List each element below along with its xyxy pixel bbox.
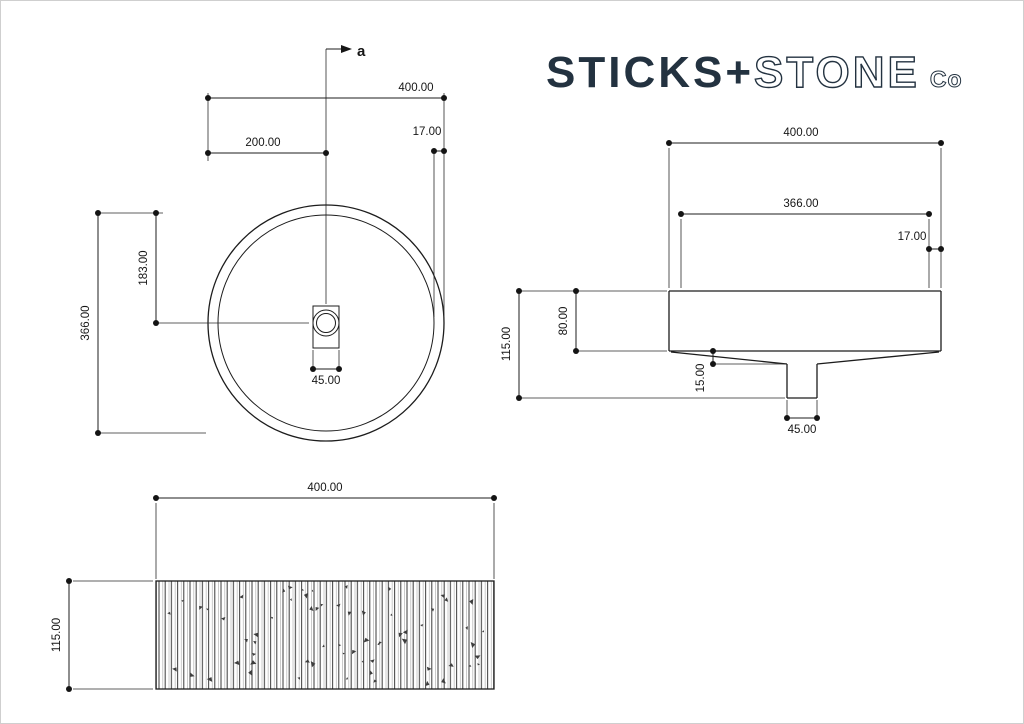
dim-section-overall-width: 400.00 xyxy=(666,127,944,288)
dim-top-rim-thickness: 17.00 xyxy=(413,126,447,317)
logo-suffix-text: Co xyxy=(930,66,963,92)
dim-top-overall-width: 400.00 xyxy=(205,82,447,317)
section-marker: a xyxy=(325,43,366,304)
dim-label-top-inner-diameter: 366.00 xyxy=(80,305,92,340)
dim-section-bowl-depth: 80.00 xyxy=(558,288,667,354)
section-arrow-icon xyxy=(341,45,352,53)
dim-label-top-drain-width: 45.00 xyxy=(312,375,341,387)
dim-section-inner-width: 366.00 xyxy=(678,198,932,288)
dim-top-drain-width: 45.00 xyxy=(310,350,342,387)
dim-label-front-overall-height: 115.00 xyxy=(51,618,63,652)
dim-front-overall-width: 400.00 xyxy=(153,482,497,579)
dim-top-center-offset: 183.00 xyxy=(138,210,309,326)
dim-label-top-half-width: 200.00 xyxy=(245,137,280,149)
brand-logo: STICKS+STONE Co xyxy=(546,47,963,97)
dim-label-section-bowl-depth: 80.00 xyxy=(558,307,570,336)
dim-label-section-base-thickness: 15.00 xyxy=(695,364,707,393)
drain-flange xyxy=(312,305,340,349)
dim-label-section-overall-width: 400.00 xyxy=(783,127,818,139)
top-view: a 400.00 200.00 17.0 xyxy=(80,43,447,442)
terrazzo-speckles xyxy=(167,585,485,687)
drain-inner-circle xyxy=(316,313,336,333)
dim-section-drain-width: 45.00 xyxy=(784,400,820,436)
dim-section-base-thickness: 15.00 xyxy=(695,348,785,392)
logo-solid-text: STICKS+ xyxy=(546,48,754,97)
logo-outline-text: STONE xyxy=(754,48,920,97)
dim-label-top-overall-width: 400.00 xyxy=(398,82,433,94)
dim-section-overall-height: 115.00 xyxy=(501,288,785,401)
dim-label-section-inner-width: 366.00 xyxy=(783,198,818,210)
dim-label-section-drain-width: 45.00 xyxy=(788,424,817,436)
fluted-body xyxy=(155,580,495,690)
dim-label-section-rim-thickness: 17.00 xyxy=(898,231,927,243)
logo-wordmark: STICKS+STONE Co xyxy=(546,48,963,97)
dim-top-inner-diameter: 366.00 xyxy=(80,210,206,436)
dim-top-half-width: 200.00 xyxy=(205,137,329,156)
basin-front-elevation xyxy=(155,580,495,690)
section-marker-label: a xyxy=(357,43,366,60)
front-view: 400.00 115.00 xyxy=(51,482,497,692)
dim-label-top-center-offset: 183.00 xyxy=(138,250,150,285)
dim-label-section-overall-height: 115.00 xyxy=(501,327,513,361)
dim-section-rim-thickness: 17.00 xyxy=(898,231,944,252)
basin-section-outline xyxy=(668,290,942,399)
basin-section-profile xyxy=(668,290,942,399)
section-view: 400.00 366.00 17.00 115.00 xyxy=(501,127,944,436)
dim-front-overall-height: 115.00 xyxy=(51,578,153,692)
dim-label-front-overall-width: 400.00 xyxy=(307,482,342,494)
dim-label-top-rim-thickness: 17.00 xyxy=(413,126,442,138)
